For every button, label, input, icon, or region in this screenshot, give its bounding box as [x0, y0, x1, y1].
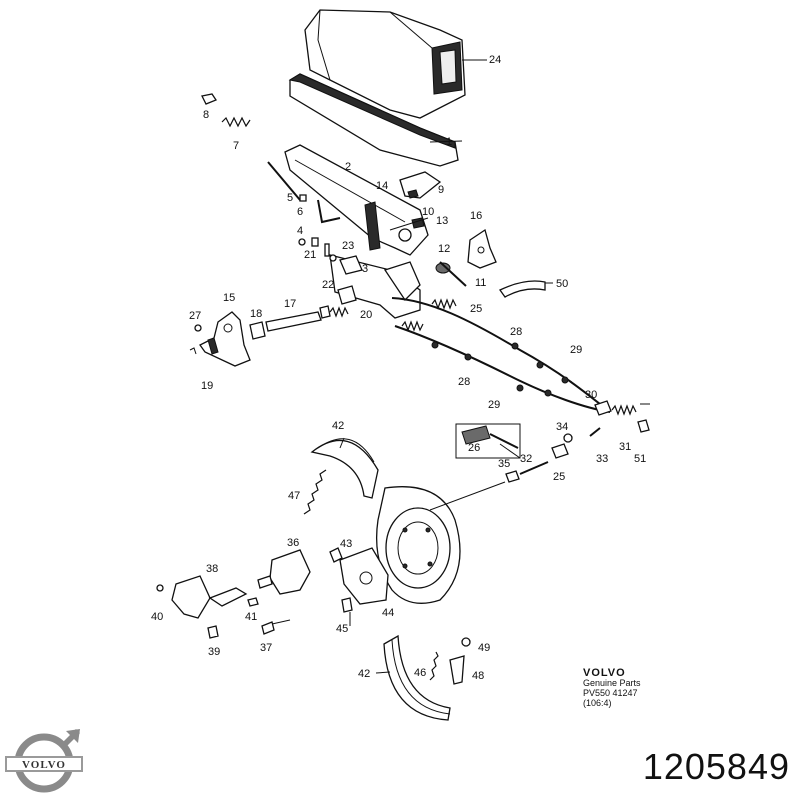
- callout-3: 3: [362, 263, 368, 275]
- callout-14: 14: [376, 180, 388, 192]
- callout-29-upper: 29: [570, 344, 582, 356]
- callout-21: 21: [304, 249, 316, 261]
- backing-plate-part: [375, 481, 506, 604]
- lever-grip-part: [288, 73, 463, 167]
- callout-51: 51: [634, 453, 646, 465]
- callout-13: 13: [436, 215, 448, 227]
- callout-26: 26: [468, 442, 480, 454]
- callout-33: 33: [596, 453, 608, 465]
- callout-49: 49: [478, 642, 490, 654]
- callout-45: 45: [336, 623, 348, 635]
- callout-47: 47: [288, 490, 300, 502]
- console-cover-part: [304, 9, 487, 119]
- callout-4: 4: [297, 225, 303, 237]
- callout-12: 12: [438, 243, 450, 255]
- callout-15: 15: [223, 292, 235, 304]
- lever-assembly-lower: [156, 549, 311, 639]
- callout-11: 11: [475, 277, 486, 289]
- callout-1: 1: [446, 136, 452, 148]
- callout-28-upper: 28: [510, 326, 522, 338]
- stamp-brand: VOLVO: [583, 667, 626, 679]
- genuine-parts-stamp: VOLVO Genuine Parts PV550 41247 (106:4): [583, 667, 641, 709]
- brake-shoe-lower-part: [383, 634, 471, 721]
- callout-37: 37: [260, 642, 272, 654]
- callout-labels: 24 1 8 7 14 9 2 5 6 10 13 16 4 23 21 12 …: [151, 54, 646, 682]
- callout-28-lower: 28: [458, 376, 470, 388]
- volvo-logo-icon: VOLVO: [5, 729, 83, 793]
- callout-24: 24: [489, 54, 501, 66]
- callout-35: 35: [498, 458, 510, 470]
- adjuster-parts: [329, 547, 389, 613]
- callout-30: 30: [585, 389, 597, 401]
- callout-44: 44: [382, 607, 394, 619]
- logo-text: VOLVO: [22, 759, 66, 771]
- callout-7: 7: [233, 140, 239, 152]
- callout-18: 18: [250, 308, 262, 320]
- handbrake-lever-part: [284, 144, 442, 256]
- callout-43: 43: [340, 538, 352, 550]
- brake-shoe-upper-part: [310, 438, 379, 499]
- stamp-line-2: PV550 41247: [583, 688, 638, 698]
- part-number: 1205849: [642, 746, 790, 787]
- callout-27: 27: [189, 310, 201, 322]
- callout-31: 31: [619, 441, 631, 453]
- callout-36: 36: [287, 537, 299, 549]
- stamp-line-3: (106:4): [583, 698, 612, 708]
- bracket-16-part: [435, 228, 553, 298]
- small-hardware: [201, 93, 429, 275]
- callout-29-lower: 29: [488, 399, 500, 411]
- mount-15-part: [189, 285, 357, 367]
- callout-40: 40: [151, 611, 163, 623]
- callout-22: 22: [322, 279, 334, 291]
- callout-32: 32: [520, 453, 532, 465]
- callout-10: 10: [422, 206, 434, 218]
- callout-25-upper: 25: [470, 303, 482, 315]
- brake-cables: [391, 297, 650, 433]
- cable-fittings: [455, 423, 601, 483]
- leader-lines: [339, 437, 521, 674]
- callout-17: 17: [284, 298, 296, 310]
- callout-19: 19: [201, 380, 213, 392]
- callout-42-upper: 42: [332, 420, 344, 432]
- callout-41: 41: [245, 611, 257, 623]
- callout-38: 38: [206, 563, 218, 575]
- callout-8: 8: [203, 109, 209, 121]
- callout-48: 48: [472, 670, 484, 682]
- callout-2: 2: [345, 161, 351, 173]
- callout-23: 23: [342, 240, 354, 252]
- stamp-line-1: Genuine Parts: [583, 678, 641, 688]
- callout-25-lower: 25: [553, 471, 565, 483]
- callout-9: 9: [438, 184, 444, 196]
- callout-42-lower: 42: [358, 668, 370, 680]
- callout-20: 20: [360, 309, 372, 321]
- callout-5: 5: [287, 192, 293, 204]
- spring-47-part: [303, 469, 327, 515]
- callout-16: 16: [470, 210, 482, 222]
- callout-46: 46: [414, 667, 426, 679]
- callout-34: 34: [556, 421, 568, 433]
- callout-6: 6: [297, 206, 303, 218]
- callout-50: 50: [556, 278, 568, 290]
- callout-39: 39: [208, 646, 220, 658]
